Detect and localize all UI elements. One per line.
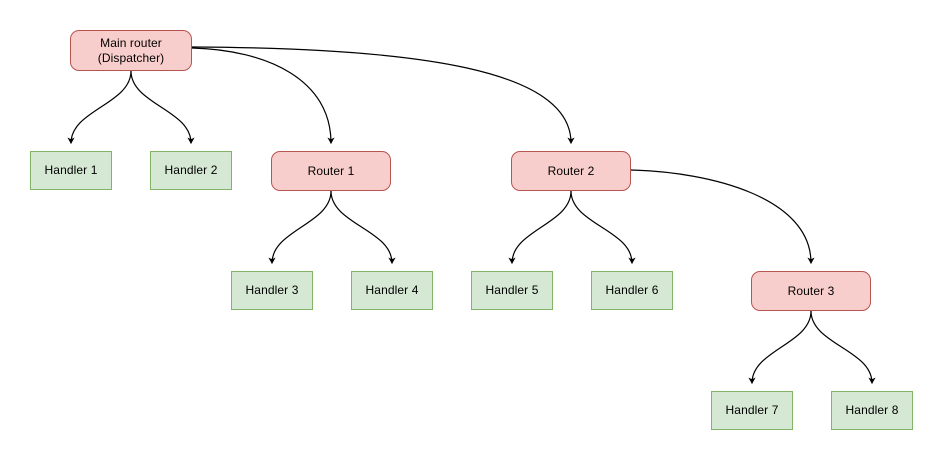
node-label-handler-8: Handler 8 (845, 403, 899, 417)
edge-router-1-to-handler-3 (268, 190, 332, 264)
node-router-3[interactable]: Router 3 (751, 271, 871, 311)
node-label-router-1: Router 1 (307, 163, 355, 178)
node-label-handler-7: Handler 7 (725, 403, 779, 417)
node-handler-1[interactable]: Handler 1 (30, 151, 112, 190)
node-label-handler-3: Handler 3 (245, 283, 299, 297)
node-handler-4[interactable]: Handler 4 (351, 271, 433, 310)
node-handler-3[interactable]: Handler 3 (231, 271, 313, 310)
edge-router-2-to-handler-6 (570, 190, 636, 264)
edge-main-to-handler-2 (130, 70, 195, 144)
node-handler-8[interactable]: Handler 8 (831, 391, 913, 430)
node-handler-2[interactable]: Handler 2 (150, 151, 232, 190)
node-handler-5[interactable]: Handler 5 (471, 271, 553, 310)
edges-group (67, 46, 876, 384)
node-label-main-router: Main router (Dispatcher) (97, 35, 165, 65)
node-label-handler-2: Handler 2 (164, 163, 218, 177)
edge-router-1-to-handler-4 (330, 190, 396, 264)
edge-router-3-to-handler-7 (748, 310, 812, 384)
edge-router-2-to-router-3 (630, 169, 815, 264)
node-handler-7[interactable]: Handler 7 (711, 391, 793, 430)
edge-router-3-to-handler-8 (810, 310, 876, 384)
node-label-router-3: Router 3 (787, 283, 835, 298)
node-main-router[interactable]: Main router (Dispatcher) (70, 30, 192, 71)
edge-main-to-handler-1 (67, 70, 132, 144)
node-label-handler-6: Handler 6 (605, 283, 659, 297)
node-router-2[interactable]: Router 2 (511, 151, 631, 191)
node-label-handler-4: Handler 4 (365, 283, 419, 297)
node-label-handler-5: Handler 5 (485, 283, 539, 297)
node-label-handler-1: Handler 1 (44, 163, 98, 177)
edge-main-to-router-2 (191, 46, 575, 144)
node-handler-6[interactable]: Handler 6 (591, 271, 673, 310)
node-router-1[interactable]: Router 1 (271, 151, 391, 191)
node-label-router-2: Router 2 (547, 163, 595, 178)
edge-router-2-to-handler-5 (508, 190, 572, 264)
edge-main-to-router-1 (191, 47, 335, 144)
